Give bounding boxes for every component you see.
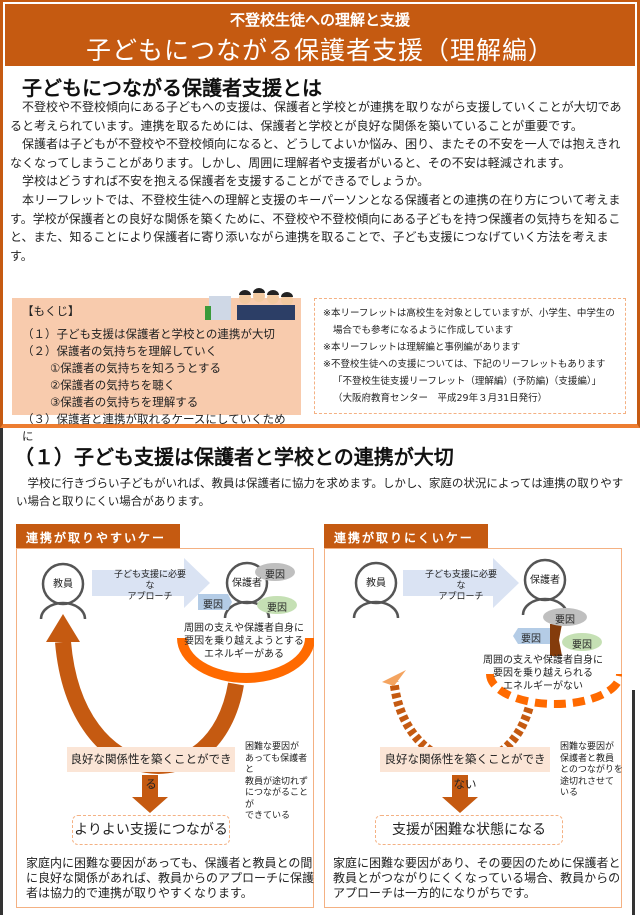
note-line: ※本リーフレットは高校生を対象としていますが、小学生、中学生の [323,308,615,319]
easy-case-panel: 連携が取りやすいケース 子ども支援に必要なアプローチ 教員 保護者 要因 要因 … [16,524,314,909]
paragraph: 不登校や不登校傾向にある子どもへの支援は、保護者と学校とが連携を取りながら支援し… [10,100,622,133]
side-line: 困難な要因が [245,742,300,752]
notes-box: ※本リーフレットは高校生を対象としていますが、小学生、中学生の 場合でも参考にな… [314,298,626,414]
factor-label: 要因 [572,640,592,651]
factor-label: 要因 [267,603,287,614]
arrow-head-icon [382,670,406,686]
energy-label: 周囲の支えや保護者自身に要因を乗り越えられるエネルギーがない [473,654,613,693]
energy-line: 要因を乗り越えられる [493,668,593,679]
side-line: につながることが [245,788,309,810]
intro-frame: 不登校生徒への理解と支援 子どもにつながる保護者支援（理解編） [0,0,640,428]
relation-box: 良好な関係性を築くことができる [67,747,235,791]
down-arrow-icon [132,775,168,813]
arrow-head-icon [46,614,80,642]
energy-ring-icon [177,637,314,683]
section1-text: 学校に行きづらい子どもがいれば、教員は保護者に協力を求めます。しかし、家庭の状況… [16,476,624,508]
side-line: できている [245,811,291,821]
hard-case-panel: 連携が取りにくいケース 子ども支援に必要なアプローチ 教員 保護者 要因 要因 … [324,524,623,909]
hard-case-box [324,548,622,908]
parent-label: 保護者 [530,575,560,586]
note-line: ※不登校生徒への支援については、下記のリーフレットもあります [323,359,606,370]
toc-item[interactable]: （３）保護者と連携が取れるケースにしていくために [22,412,286,443]
result-box: 支援が困難な状態になる [375,815,563,845]
paragraph: 学校はどうすれば不安を抱える保護者を支援することができるでしょうか。 [22,174,430,189]
approach-line: 子ども支援に必要な [424,570,497,591]
note-line: 「不登校生徒支援リーフレット（理解編）(予防編)（支援編）」 [333,376,602,387]
toc-item[interactable]: ①保護者の気持ちを知ろうとする [50,361,221,375]
barrier-trunk-icon [550,624,562,656]
easy-case-box [16,548,314,908]
toc-item[interactable]: ②保護者の気持ちを聴く [50,378,176,392]
approach-arrow-icon [403,558,519,608]
factor-label: 要因 [265,570,285,581]
case-summary: 家庭に困難な要因があり、その要因のために保護者と教員とがつながりにくくなっている… [333,856,621,900]
hard-case-tab: 連携が取りにくいケース [324,524,488,562]
approach-label: 子ども支援に必要なアプローチ [110,570,190,603]
side-line: 途切れさせて [560,776,615,787]
approach-label: 子ども支援に必要なアプローチ [421,570,501,603]
title-banner: 不登校生徒への理解と支援 子どもにつながる保護者支援（理解編） [5,4,635,66]
paragraph: 本リーフレットでは、不登校生徒への理解と支援のキーパーソンとなる保護者との連携の… [10,192,621,263]
side-line: いる [560,788,579,798]
factor-label: 要因 [555,615,575,626]
down-arrow-icon [442,775,478,813]
section1-heading: （１）子ども支援は保護者と学校との連携が大切 [14,445,454,469]
page-edge [632,690,635,915]
relation-box: 良好な関係性を築くことができない [380,747,550,791]
case-summary: 家庭内に困難な要因があっても、保護者と教員との間に良好な関係があれば、教員からの… [26,856,315,900]
approach-line: アプローチ [438,592,484,602]
teacher-label: 教員 [366,578,386,589]
energy-label: 周囲の支えや保護者自身に要因を乗り越えようとするエネルギーがある [174,622,314,661]
page-edge [0,428,3,915]
note-line: ※本リーフレットは理解編と事例編があります [323,342,521,353]
intro-heading: 子どもにつながる保護者支援とは [22,76,322,100]
side-line: あっても保護者と [245,753,308,776]
note-line: 場合でも参考になるように作成しています [333,325,514,336]
side-line: とのつながりを [560,765,623,775]
banner-title: 子どもにつながる保護者支援（理解編） [85,36,554,65]
energy-line: 周囲の支えや保護者自身に [184,623,304,634]
paragraph: 保護者は子どもが不登校や不登校傾向になると、どうしてよいか悩み、困り、またその不… [10,137,621,170]
side-line: 教員が途切れず [245,776,309,787]
toc-item[interactable]: （１）子ども支援は保護者と学校との連携が大切 [22,327,275,341]
result-box: よりよい支援につながる [72,815,230,845]
school-people-illustration [205,288,295,320]
approach-line: 子ども支援に必要な [113,570,186,591]
factor-label: 要因 [521,634,541,645]
toc-title: 【もくじ】 [22,304,80,318]
note-line: （大阪府教育センター 平成29年３月31日発行） [333,393,548,404]
approach-line: アプローチ [127,592,173,602]
side-note: 困難な要因が保護者と教員とのつながりを途切れさせている [560,742,626,800]
easy-case-tab: 連携が取りやすいケース [16,524,180,562]
toc-item[interactable]: （２）保護者の気持ちを理解していく [22,344,218,358]
side-line: 保護者と教員 [560,753,615,764]
approach-arrow-icon [92,558,210,608]
intro-body: 不登校や不登校傾向にある子どもへの支援は、保護者と学校とが連携を取りながら支援し… [10,98,628,265]
energy-ring-dashed-icon [486,673,622,708]
parent-label: 保護者 [232,578,262,589]
toc-item[interactable]: ③保護者の気持ちを理解する [50,395,199,409]
side-line: 困難な要因が [560,742,615,752]
side-note: 困難な要因があっても保護者と教員が途切れずにつながることができている [245,742,311,823]
banner-subtitle: 不登校生徒への理解と支援 [229,11,410,29]
factor-label: 要因 [203,600,223,611]
energy-line: エネルギーがない [503,681,583,692]
energy-line: エネルギーがある [204,649,284,660]
energy-line: 要因を乗り越えようとする [184,636,304,647]
teacher-label: 教員 [53,579,73,590]
energy-line: 周囲の支えや保護者自身に [483,655,603,666]
